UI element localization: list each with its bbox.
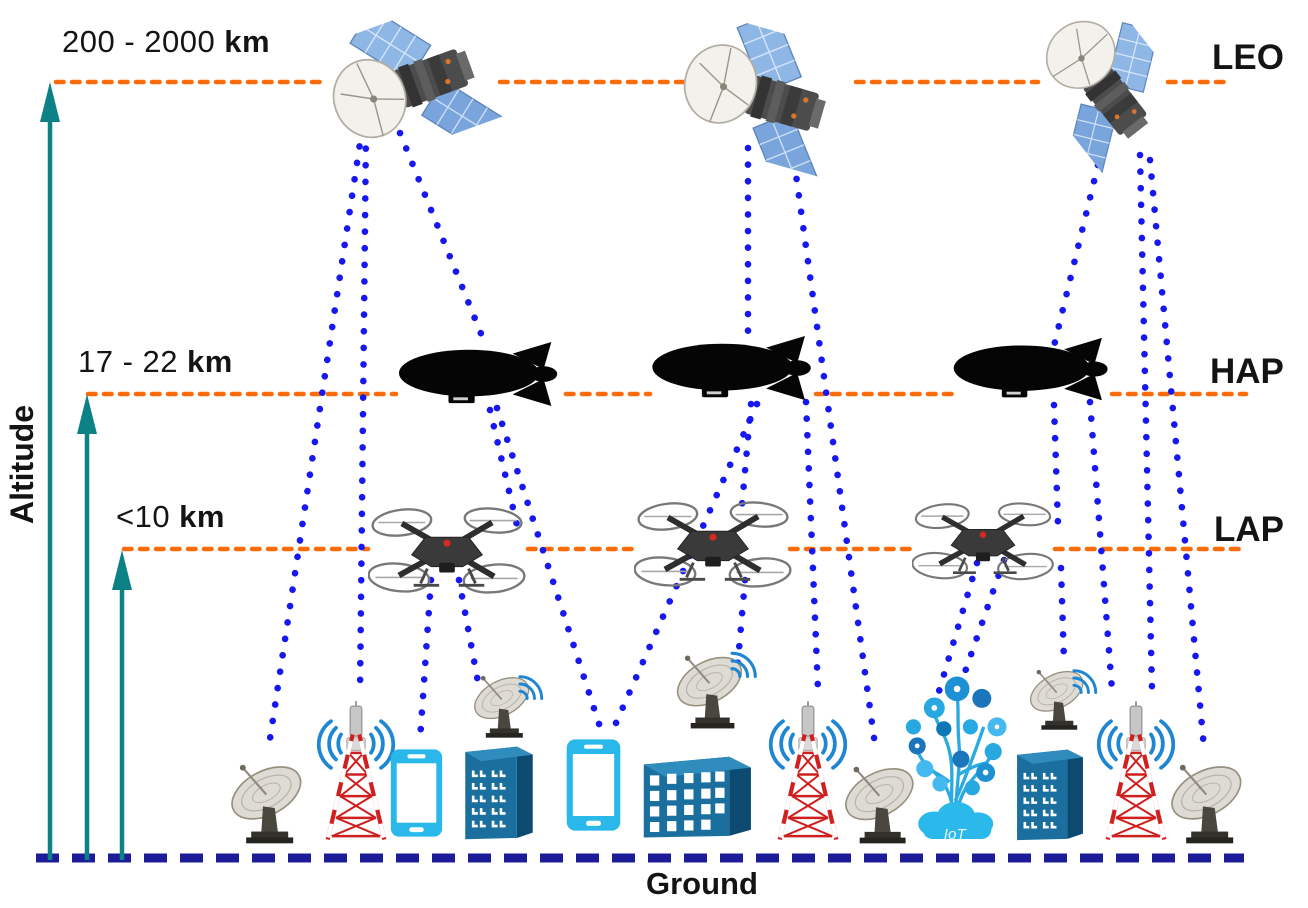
hap-range-value: 17 - 22 (78, 344, 179, 379)
lap-range-value: <10 (116, 499, 171, 534)
signal-link (396, 129, 490, 350)
signal-link (486, 406, 524, 542)
signal-link (1057, 564, 1068, 666)
hap-range-unit: km (187, 344, 233, 379)
cell-tower-icon (319, 701, 394, 839)
lap-drone-icon (367, 506, 525, 595)
signal-link (1146, 156, 1208, 752)
signal-link (1050, 401, 1062, 529)
altitude-arrows (40, 82, 132, 860)
smartphone-icon (566, 739, 621, 831)
lap-layer-label: LAP (1214, 510, 1284, 549)
signal-link (788, 142, 880, 756)
ground-dish-icon (226, 756, 310, 845)
hap-airship-icon (953, 337, 1108, 401)
signal-links (264, 126, 1208, 756)
lap-drone-icon (911, 501, 1054, 582)
iot-cloud-label: IoT (944, 826, 968, 843)
arrowhead-icon (77, 394, 97, 434)
lap-drone-icon (633, 500, 791, 589)
leo-range-value: 200 - 2000 (62, 24, 216, 59)
leo-layer-label: LEO (1212, 38, 1284, 77)
ground-dish-icon (840, 758, 922, 845)
signal-link (416, 576, 435, 744)
hap-layer-label: HAP (1210, 352, 1284, 391)
layer-lines (53, 79, 1249, 552)
signal-link (933, 559, 981, 702)
building-with-dish-icon (1017, 664, 1098, 841)
signal-link (356, 128, 370, 698)
arrowhead-icon (40, 82, 60, 122)
signal-link (1086, 398, 1116, 694)
building-with-dish-icon (643, 648, 757, 838)
building-with-dish-icon (465, 670, 544, 840)
signal-link (732, 576, 749, 688)
signal-link (738, 400, 755, 509)
leo-range-unit: km (224, 24, 271, 59)
cell-tower-icon (771, 701, 846, 839)
hap-airship-icon (398, 342, 558, 407)
smartphone-icon (390, 749, 443, 837)
signal-link (493, 404, 605, 734)
cell-tower-icon (1099, 701, 1174, 839)
signal-link (802, 398, 822, 694)
signal-link (264, 126, 366, 756)
signal-link (608, 400, 761, 736)
iot-tree-icon: IoT (905, 676, 1007, 843)
ground-label: Ground (646, 866, 758, 901)
ground-dish-icon (1166, 756, 1250, 845)
altitude-axis-label: Altitude (4, 404, 40, 524)
signal-link (1049, 161, 1102, 354)
roof-dish-icon (1026, 664, 1090, 731)
leo-satellite-icon (665, 9, 859, 183)
signal-link (1136, 151, 1156, 694)
leo-satellite-icon (1015, 0, 1205, 188)
lap-range-unit: km (179, 499, 225, 534)
arrowhead-icon (112, 550, 132, 590)
signal-link (455, 576, 482, 686)
hap-airship-icon (652, 335, 811, 401)
iot-cloud (918, 801, 994, 839)
signal-link (954, 556, 1008, 696)
